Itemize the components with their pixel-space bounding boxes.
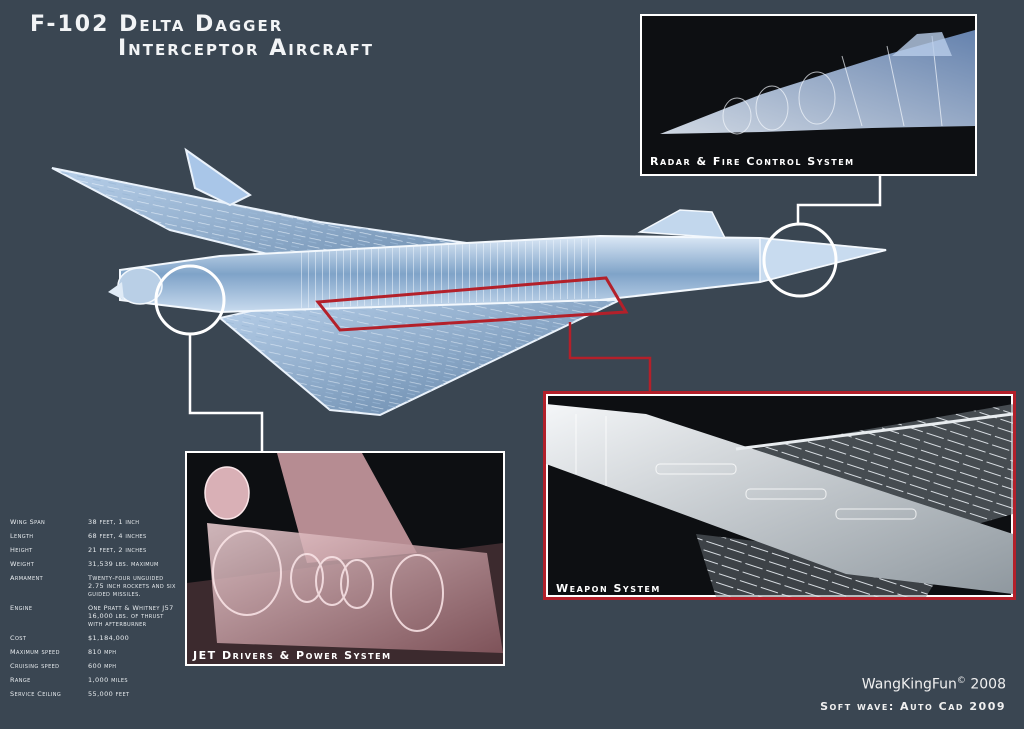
radar-highlight-circle bbox=[762, 222, 838, 298]
spec-value: 68 feet, 4 inches bbox=[88, 532, 147, 540]
spec-row-service-ceiling: Service Ceiling 55,000 feet bbox=[10, 690, 180, 698]
spec-value: $1,184,000 bbox=[88, 634, 130, 642]
spec-row-maximum-speed: Maximum speed 810 mph bbox=[10, 648, 180, 656]
spec-value: One Pratt & Whitney J57 16,000 lbs. of t… bbox=[88, 604, 174, 628]
jet-caption: JET Drivers & Power System bbox=[193, 649, 392, 662]
spec-value: 600 mph bbox=[88, 662, 117, 670]
spec-value: 21 feet, 2 inches bbox=[88, 546, 147, 554]
spec-value: Twenty-four unguided 2.75 inch rockets a… bbox=[88, 574, 176, 598]
spec-label: Service Ceiling bbox=[10, 690, 62, 698]
page-title-line2: Interceptor Aircraft bbox=[118, 36, 375, 61]
tail-fin bbox=[184, 147, 252, 207]
spec-value: 1,000 miles bbox=[88, 676, 128, 684]
author-name: WangKingFun bbox=[861, 676, 957, 693]
radar-leader-line bbox=[796, 175, 882, 223]
spec-label: Armament bbox=[10, 574, 44, 582]
spec-label: Cruising speed bbox=[10, 662, 60, 670]
credit-year: 2008 bbox=[970, 676, 1006, 693]
spec-table: Wing Span 38 feet, 1 inch Length 68 feet… bbox=[10, 518, 180, 704]
spec-row-cruising-speed: Cruising speed 600 mph bbox=[10, 662, 180, 670]
spec-row-cost: Cost $1,184,000 bbox=[10, 634, 180, 642]
spec-row-weight: Weight 31,539 lbs. maximum bbox=[10, 560, 180, 568]
software-credit: Soft wave: Auto Cad 2009 bbox=[820, 700, 1006, 713]
spec-row-engine: Engine One Pratt & Whitney J57 16,000 lb… bbox=[10, 604, 180, 628]
spec-label: Height bbox=[10, 546, 33, 554]
spec-label: Length bbox=[10, 532, 34, 540]
spec-label: Wing Span bbox=[10, 518, 46, 526]
weapon-detail-panel: Weapon System bbox=[543, 391, 1016, 600]
spec-row-height: Height 21 feet, 2 inches bbox=[10, 546, 180, 554]
jet-detail-panel: JET Drivers & Power System bbox=[185, 451, 505, 666]
engine-leader-line bbox=[188, 334, 264, 452]
spec-row-wing-span: Wing Span 38 feet, 1 inch bbox=[10, 518, 180, 526]
spec-value: 55,000 feet bbox=[88, 690, 130, 698]
spec-value: 31,539 lbs. maximum bbox=[88, 560, 159, 568]
radar-caption: Radar & Fire Control System bbox=[650, 155, 855, 168]
spec-value: 810 mph bbox=[88, 648, 117, 656]
jet-cutaway-image bbox=[187, 453, 503, 664]
spec-label: Weight bbox=[10, 560, 35, 568]
author-credit: WangKingFun© 2008 bbox=[862, 676, 1006, 693]
copyright-symbol: © bbox=[956, 676, 966, 686]
weapon-cutaway-image bbox=[546, 404, 1013, 597]
spec-row-armament: Armament Twenty-four unguided 2.75 inch … bbox=[10, 574, 180, 598]
spec-label: Engine bbox=[10, 604, 33, 612]
spec-value: 38 feet, 1 inch bbox=[88, 518, 140, 526]
spec-row-length: Length 68 feet, 4 inches bbox=[10, 532, 180, 540]
radar-cutaway-image bbox=[660, 30, 975, 135]
page-title-line1: F-102 Delta Dagger bbox=[30, 12, 284, 37]
weapon-bay-highlight bbox=[315, 276, 629, 332]
weapon-caption: Weapon System bbox=[556, 582, 661, 595]
spec-label: Cost bbox=[10, 634, 27, 642]
radar-detail-panel: Radar & Fire Control System bbox=[640, 14, 977, 176]
spec-row-range: Range 1,000 miles bbox=[10, 676, 180, 684]
spec-label: Range bbox=[10, 676, 31, 684]
weapon-leader-line bbox=[568, 322, 652, 392]
spec-label: Maximum speed bbox=[10, 648, 60, 656]
